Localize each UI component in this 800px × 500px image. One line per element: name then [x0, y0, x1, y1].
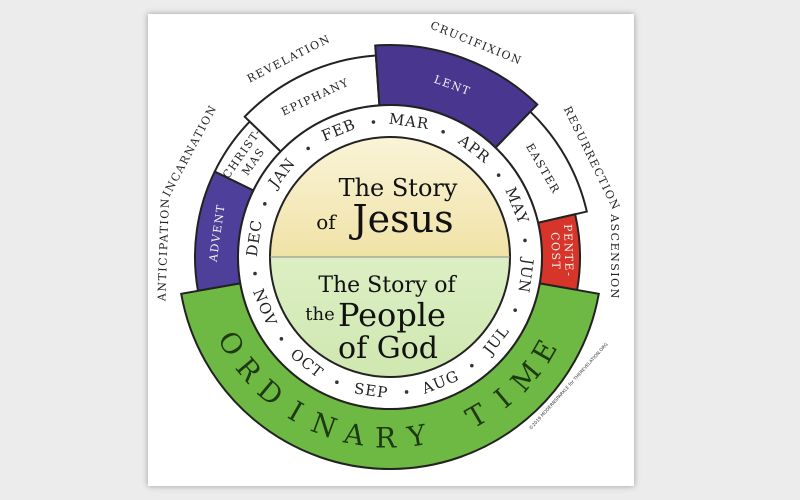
- month-separator-dot: [253, 271, 257, 276]
- month-separator-dot: [306, 146, 310, 151]
- month-separator-dot: [513, 308, 517, 312]
- month-separator-dot: [404, 390, 409, 394]
- month-label-sep: SEP: [353, 379, 389, 402]
- outer-label-ascension: ASCENSION: [608, 213, 621, 300]
- month-label-jun: JUN: [514, 256, 537, 295]
- ordinary-time-letter: A: [340, 416, 376, 454]
- center-bottom-line1: The Story of: [318, 273, 457, 298]
- center-top-line2b: Jesus: [348, 197, 453, 241]
- center-bottom-line3: of God: [338, 331, 438, 366]
- month-separator-dot: [263, 202, 267, 206]
- center-top-line2a: of: [316, 210, 337, 234]
- month-separator-dot: [279, 337, 284, 341]
- center-bottom-line2a: the: [305, 304, 334, 325]
- month-label-mar: MAR: [388, 110, 431, 133]
- month-label-dec: DEC: [243, 218, 266, 258]
- outer-label-anticipation: ANTICIPATION: [155, 197, 172, 302]
- season-label-pentecost-2: COST: [548, 232, 562, 271]
- ordinary-time-letter: R: [375, 422, 405, 455]
- month-separator-dot: [523, 238, 527, 243]
- season-label-pentecost-1: PENTE-: [561, 224, 576, 278]
- center-bottom-line2b: People: [338, 296, 446, 334]
- center-top-line1: The Story: [339, 174, 458, 202]
- month-separator-dot: [470, 363, 474, 368]
- month-separator-dot: [496, 173, 501, 177]
- ordinary-time-letter: Y: [404, 417, 438, 454]
- month-separator-dot: [371, 120, 376, 124]
- month-separator-dot: [335, 380, 339, 384]
- month-separator-dot: [441, 130, 445, 134]
